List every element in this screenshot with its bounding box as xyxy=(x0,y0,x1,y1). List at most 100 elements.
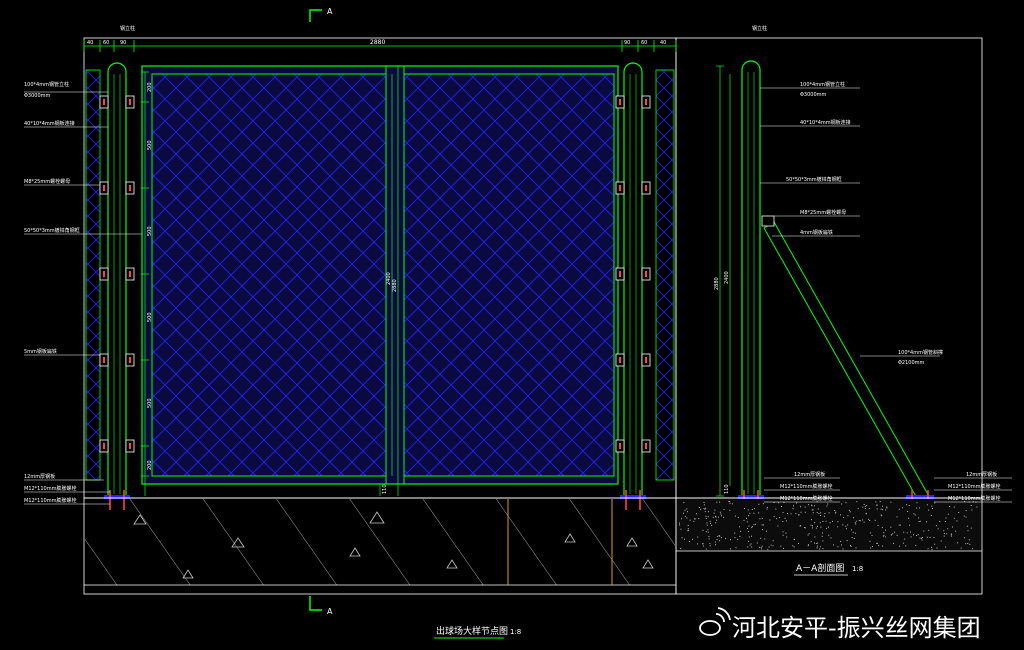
concrete-speckle xyxy=(855,547,857,549)
concrete-speckle xyxy=(758,512,760,514)
concrete-speckle xyxy=(766,508,768,510)
concrete-speckle xyxy=(926,504,928,506)
concrete-speckle xyxy=(907,511,909,512)
concrete-speckle xyxy=(906,504,908,506)
center-dim-h1: 2400 xyxy=(386,272,392,285)
section-concrete-speckle xyxy=(679,501,978,550)
concrete-speckle xyxy=(914,514,916,516)
concrete-speckle xyxy=(890,501,892,503)
concrete-speckle xyxy=(702,543,704,545)
concrete-speckle xyxy=(899,524,901,526)
concrete-speckle xyxy=(940,540,942,542)
foundation-hatch xyxy=(85,499,675,585)
concrete-speckle xyxy=(908,505,910,506)
concrete-speckle xyxy=(776,518,778,520)
concrete-speckle xyxy=(715,522,717,524)
concrete-speckle xyxy=(705,548,707,550)
concrete-speckle xyxy=(760,537,762,539)
section-mark-bottom: A xyxy=(309,596,333,616)
concrete-speckle xyxy=(686,508,688,510)
concrete-speckle xyxy=(842,548,844,550)
concrete-speckle xyxy=(817,508,819,510)
concrete-speckle xyxy=(815,542,817,544)
concrete-speckle xyxy=(843,516,845,518)
concrete-speckle xyxy=(800,511,802,513)
vdim-f: 200 xyxy=(147,460,153,470)
concrete-speckle xyxy=(886,507,888,509)
concrete-speckle xyxy=(828,526,829,528)
concrete-speckle xyxy=(698,518,700,520)
concrete-speckle xyxy=(751,526,753,528)
concrete-speckle xyxy=(812,512,814,514)
concrete-speckle xyxy=(808,533,810,535)
concrete-speckle xyxy=(712,516,714,518)
concrete-speckle xyxy=(845,502,847,504)
dim-top-2: 60 xyxy=(103,40,109,46)
concrete-speckle xyxy=(816,512,818,513)
concrete-speckle xyxy=(812,509,814,511)
concrete-speckle xyxy=(870,532,872,534)
concrete-speckle xyxy=(882,545,884,547)
concrete-speckle xyxy=(856,501,858,503)
concrete-speckle xyxy=(762,524,764,526)
vdim-a: 200 xyxy=(147,82,153,92)
concrete-speckle xyxy=(777,525,779,527)
concrete-speckle xyxy=(922,537,923,538)
concrete-speckle xyxy=(820,526,822,528)
concrete-speckle xyxy=(687,524,689,526)
concrete-speckle xyxy=(713,512,715,514)
concrete-speckle xyxy=(827,503,829,505)
concrete-speckle xyxy=(832,520,833,522)
concrete-speckle xyxy=(705,515,707,517)
concrete-speckle xyxy=(917,534,919,536)
concrete-speckle xyxy=(734,515,736,517)
concrete-speckle xyxy=(908,517,910,519)
section-annotations: 100*4mm钢管立柱 Φ3000mm 40*10*4mm钢板连接 50*50*… xyxy=(780,81,1000,502)
concrete-speckle xyxy=(705,507,707,509)
concrete-speckle xyxy=(835,511,837,513)
sec-ann-post-1: 100*4mm钢管立柱 xyxy=(800,81,845,88)
concrete-speckle xyxy=(953,517,955,519)
concrete-speckle xyxy=(830,537,832,539)
concrete-speckle xyxy=(708,536,710,538)
concrete-speckle xyxy=(822,520,824,522)
concrete-speckle xyxy=(767,548,769,550)
center-mullion xyxy=(385,65,405,485)
concrete-speckle xyxy=(833,544,834,546)
concrete-speckle xyxy=(845,525,847,527)
concrete-speckle xyxy=(964,501,965,503)
concrete-speckle xyxy=(913,534,914,536)
concrete-speckle xyxy=(719,540,721,542)
concrete-speckle xyxy=(773,516,775,518)
concrete-speckle xyxy=(703,502,705,503)
concrete-speckle xyxy=(703,504,705,506)
elevation-leaders xyxy=(24,91,142,505)
concrete-speckle xyxy=(916,535,918,536)
concrete-speckle xyxy=(950,533,952,535)
concrete-speckle xyxy=(868,518,870,520)
concrete-speckle xyxy=(723,516,725,518)
foundation-aggregate xyxy=(133,511,654,579)
concrete-speckle xyxy=(896,516,898,518)
concrete-speckle xyxy=(793,546,795,548)
sec-ann-brace-1: 100*4mm钢管斜撑 xyxy=(898,349,943,356)
concrete-speckle xyxy=(730,539,731,541)
dim-top-6: 40 xyxy=(660,40,666,46)
sec-ann-anchor-r2: M12*110mm膨胀螺栓 xyxy=(948,495,1000,502)
connector-plates xyxy=(99,95,651,453)
ann-flat: 5mm钢板扁铁 xyxy=(24,348,57,355)
concrete-speckle xyxy=(814,542,815,544)
concrete-speckle xyxy=(694,517,696,519)
concrete-speckle xyxy=(715,516,717,518)
concrete-speckle xyxy=(970,505,972,506)
concrete-speckle xyxy=(697,536,699,538)
sec-ann-bolt: M8*25mm螺栓螺母 xyxy=(800,209,846,216)
concrete-speckle xyxy=(755,523,757,525)
concrete-speckle xyxy=(784,517,786,519)
concrete-speckle xyxy=(770,544,772,546)
concrete-speckle xyxy=(810,519,812,521)
concrete-speckle xyxy=(680,528,682,530)
concrete-speckle xyxy=(939,520,941,522)
concrete-speckle xyxy=(707,531,709,533)
